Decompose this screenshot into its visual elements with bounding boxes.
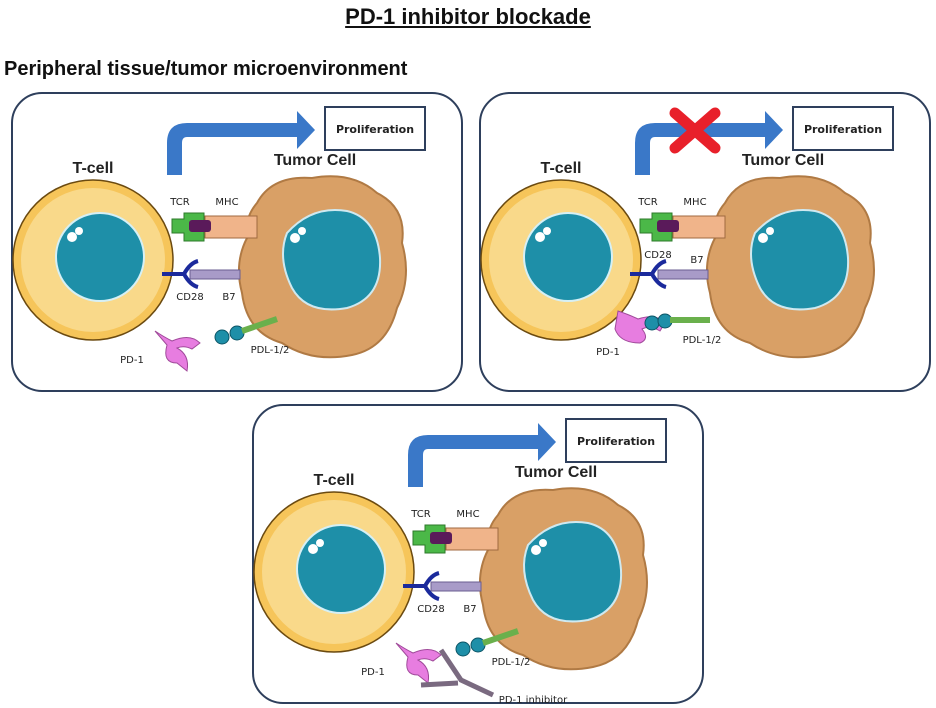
red-x-icon [669,107,721,154]
pdl-stick [670,317,710,323]
pdl-ball [455,641,471,657]
proliferation-box [324,106,426,151]
b7-receptor [657,269,709,280]
tumor-nucleus [750,209,850,311]
panel-border [252,404,704,704]
cd28-label: CD28 [176,292,203,303]
pd1-label: PD-1 [596,347,620,358]
t-cell-nucleus [55,212,145,302]
tcr-label: TCR [169,197,190,208]
cd28-receptor [403,571,440,601]
proliferation-box [565,418,667,463]
t-cell-label: T-cell [73,160,114,177]
tumor-nucleus [523,521,623,623]
pdl-stick [241,316,278,334]
b7-label: B7 [222,292,235,303]
antigen [657,220,679,232]
pd1-inhibitor-label: PD-1 inhibitor [499,695,568,706]
pd1-label: PD-1 [361,667,385,678]
proliferation-arrow [167,111,315,175]
b7-receptor [189,269,241,280]
proliferation-arrow [408,423,556,487]
proliferation-label: Proliferation [336,123,414,136]
b7-label: B7 [690,255,703,266]
proliferation-box [792,106,894,151]
pdl-ball [214,329,230,345]
pdl-stick [482,628,519,646]
cd28-receptor [630,259,667,289]
pdl-ball [657,313,673,329]
proliferation-label: Proliferation [577,435,655,448]
tumor-cell-label: Tumor Cell [515,464,597,481]
pdl-ball [644,315,660,331]
b7-label: B7 [463,604,476,615]
pd1-receptor [154,330,201,372]
t-cell-label: T-cell [541,160,582,177]
mhc-label: MHC [215,197,238,208]
proliferation-label: Proliferation [804,123,882,136]
subtitle: Peripheral tissue/tumor microenvironment [4,58,408,80]
t-cell-label: T-cell [314,472,355,489]
proliferation-arrow [635,111,783,175]
antigen [430,532,452,544]
cd28-label: CD28 [644,250,671,261]
antigen [189,220,211,232]
pdl-label: PDL-1/2 [492,657,531,668]
tumor-nucleus [282,209,382,311]
mhc-label: MHC [683,197,706,208]
mhc-label: MHC [456,509,479,520]
panel-border [11,92,463,392]
t-cell-nucleus [296,524,386,614]
tcr-label: TCR [410,509,431,520]
tumor-cell-label: Tumor Cell [742,152,824,169]
tumor-cell-label: Tumor Cell [274,152,356,169]
t-cell-nucleus [523,212,613,302]
tcr-label: TCR [637,197,658,208]
page-title: PD-1 inhibitor blockade [345,4,591,29]
cd28-receptor [162,259,199,289]
cd28-label: CD28 [417,604,444,615]
mhc-receptor [204,215,258,239]
pd1-inhibitor-antibody [420,648,495,698]
pd1-label: PD-1 [120,355,144,366]
pdl-label: PDL-1/2 [683,335,722,346]
pd1-receptor [395,642,442,684]
pdl-label: PDL-1/2 [251,345,290,356]
mhc-receptor [672,215,726,239]
mhc-receptor [445,527,499,551]
b7-receptor [430,581,482,592]
panel-border [479,92,931,392]
